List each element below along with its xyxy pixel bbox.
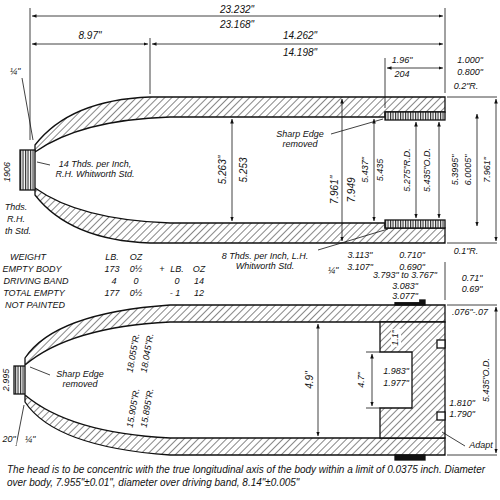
dimension-label: 3.793" to 3.767" — [372, 271, 438, 281]
table-cell: OZ — [129, 253, 144, 263]
dimension-label: th Std. — [4, 227, 32, 237]
dimension-label: 23.168" — [219, 19, 255, 30]
dimension-label: Thds. — [4, 203, 29, 213]
table-cell: 12 — [193, 289, 205, 299]
table-heading: WEIGHT — [9, 253, 47, 263]
dimension-label: 5.435"O.D. — [423, 147, 433, 193]
table-cell: 14 — [193, 277, 205, 287]
dimension-label: ¼" — [9, 67, 22, 77]
dimension-label: 1.000" — [456, 56, 484, 66]
dimension-label: 5.3995" — [451, 154, 461, 187]
table-cell: 177 — [103, 289, 120, 299]
dimension-label: 14.198" — [282, 47, 318, 58]
upper-shell-section — [20, 97, 445, 243]
dimension-label: 15.895"R. — [140, 387, 157, 430]
dimension-label: 1.96" — [391, 56, 414, 66]
edge-note: Sharp Edge removed — [50, 370, 110, 390]
dimension-label: 1.810" — [448, 399, 476, 409]
dimension-label: ¼" — [24, 435, 37, 445]
dimension-label: 14.262" — [282, 30, 318, 41]
dimension-label: 20" — [1, 435, 16, 445]
dimension-label: 0.71" — [461, 274, 484, 284]
thread-note: 14 Thds. per Inch, R.H. Whitworth Std. — [52, 160, 138, 180]
edge-note: Sharp Edge removed — [269, 130, 331, 150]
dimension-label: 5.435"O.D. — [482, 357, 492, 403]
dimension-label: 0.800" — [456, 68, 484, 78]
dimension-label: 5.253 — [238, 156, 249, 183]
dimension-label: 8.97" — [77, 30, 102, 41]
dimension-label: 1906 — [3, 161, 13, 183]
dimension-label: .076"-.07 — [451, 308, 489, 318]
table-cell: 173 — [103, 265, 120, 275]
dimension-label: 1.983" — [382, 367, 410, 377]
dimension-lines — [16, 8, 497, 455]
table-cell: EMPTY BODY — [2, 265, 63, 275]
dimension-label: 5.435 — [376, 158, 386, 183]
dimension-label: 3.107" — [346, 263, 374, 273]
dimension-label: 6.0005" — [464, 154, 474, 187]
dimension-label: 0.69" — [461, 285, 484, 295]
dimension-label: 5.275"R.D. — [403, 147, 413, 193]
table-cell: 0½ — [129, 265, 144, 275]
dimension-label: 1.1" — [391, 329, 401, 347]
caption-note: The head is to be concentric with the tr… — [6, 464, 496, 489]
table-cell: + — [158, 265, 165, 275]
dimension-label: 0.2"R. — [453, 82, 480, 92]
table-cell: 0½ — [129, 289, 144, 299]
dimension-label: 23.232" — [219, 4, 255, 15]
dimension-label: 4.9" — [304, 370, 315, 389]
dimension-label: 7.961" — [329, 175, 340, 206]
dimension-label: 2.995 — [2, 368, 12, 393]
table-cell: TOTAL EMPTY — [2, 289, 66, 299]
table-cell: 4 — [110, 277, 117, 287]
table-cell: - 1 — [169, 289, 182, 299]
lower-shell-section — [14, 300, 445, 460]
table-cell: 0 — [173, 277, 180, 287]
table-cell: LB. — [169, 265, 185, 275]
dimension-label: 5.437" — [361, 156, 371, 184]
dimension-label: 7.949 — [346, 176, 357, 203]
dimension-label: 3.113" — [346, 251, 373, 261]
dimension-label: 4.7" — [357, 371, 367, 389]
part-name: Adapt — [468, 441, 494, 451]
dimension-label: 0.1"R. — [453, 247, 480, 257]
dimension-label: 5.263" — [217, 155, 228, 186]
table-cell: DRIVING BAND — [2, 277, 69, 287]
thread-note: 8 Thds. per Inch, L.H. Whitworth Std. — [208, 252, 322, 272]
dimension-label: 1.977" — [382, 379, 410, 389]
dimension-label: 1.790" — [448, 410, 476, 420]
dimension-label: 204 — [393, 70, 410, 80]
table-cell: LB. — [104, 253, 120, 263]
dimension-label: R.H. — [6, 215, 26, 225]
dimension-label: ¼" — [327, 266, 340, 276]
table-cell: NOT PAINTED — [4, 301, 66, 311]
table-cell: OZ — [192, 265, 207, 275]
dimension-label: 3.083" — [391, 282, 419, 292]
dimension-label: 18.045"R. — [140, 332, 157, 375]
dimension-label: 0.710" — [398, 251, 426, 261]
dimension-label: 7.961" — [483, 156, 493, 184]
table-cell: 0 — [132, 277, 139, 287]
dimension-label: 3.077" — [391, 292, 419, 302]
